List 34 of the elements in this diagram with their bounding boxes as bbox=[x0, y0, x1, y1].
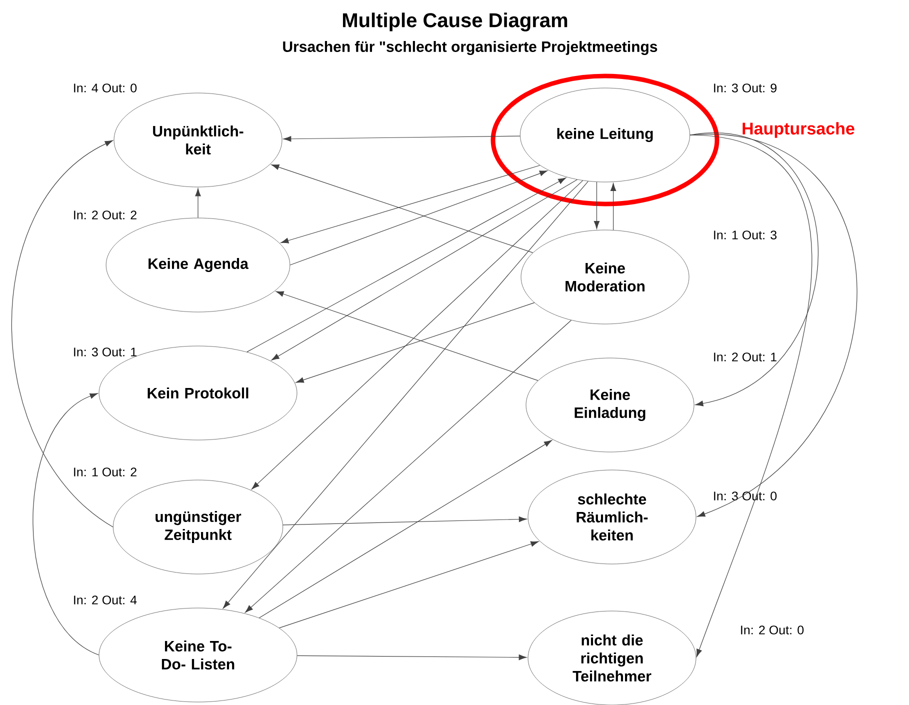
count-label: In: 2 Out: 1 bbox=[714, 352, 776, 362]
arrow bbox=[283, 136, 520, 142]
arrow bbox=[11, 140, 114, 528]
arrow bbox=[195, 188, 201, 218]
arrow bbox=[252, 180, 584, 490]
arrow bbox=[271, 164, 534, 254]
arrow bbox=[296, 654, 527, 660]
count-label: In: 3 Out: 9 bbox=[714, 84, 776, 92]
count-label: In: 2 Out: 2 bbox=[74, 210, 136, 220]
count-label: In: 2 Out: 4 bbox=[74, 596, 137, 604]
subtitle: Ursachen für "schlecht organisierte Projektmeetings bbox=[283, 40, 658, 56]
count-label: In: 1 Out: 3 bbox=[714, 230, 777, 240]
count-label: In: 3 Out: 0 bbox=[714, 492, 777, 500]
arrow bbox=[594, 182, 600, 229]
arrow bbox=[271, 179, 578, 360]
arrow bbox=[246, 178, 566, 352]
arrow bbox=[690, 134, 812, 657]
arrow bbox=[245, 320, 572, 613]
arrow bbox=[296, 302, 535, 383]
highlight-label: Hauptursache bbox=[742, 122, 854, 138]
arrow bbox=[280, 165, 540, 244]
arrow bbox=[258, 440, 552, 618]
count-label: In: 2 Out: 0 bbox=[741, 626, 804, 634]
arrow bbox=[32, 393, 100, 656]
count-label: In: 1 Out: 2 bbox=[74, 468, 136, 476]
arrow bbox=[282, 516, 527, 526]
arrow bbox=[278, 541, 539, 628]
arrow bbox=[290, 170, 548, 266]
count-label: In: 3 Out: 1 bbox=[74, 348, 136, 356]
arrow bbox=[276, 291, 538, 381]
arrow bbox=[610, 183, 616, 230]
arrow bbox=[222, 180, 588, 608]
title: Multiple Cause Diagram bbox=[342, 12, 568, 32]
count-label: In: 4 Out: 0 bbox=[74, 84, 137, 92]
